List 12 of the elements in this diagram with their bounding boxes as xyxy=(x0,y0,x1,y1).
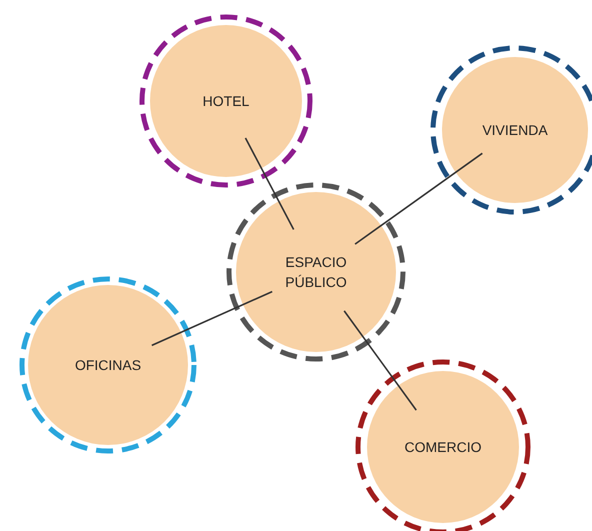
connector-line xyxy=(344,310,417,411)
dashed-circle xyxy=(226,182,406,362)
node-label: HOTEL xyxy=(202,92,250,111)
connector-line xyxy=(354,152,483,245)
connector-line xyxy=(152,290,272,346)
dashed-circle xyxy=(139,14,313,188)
node-label: COMERCIO xyxy=(404,438,482,457)
node-label: VIVIENDA xyxy=(481,120,549,140)
node-label: OFICINAS xyxy=(74,356,142,375)
dashed-circle xyxy=(19,276,197,454)
node-label: ESPACIO PÚBLICO xyxy=(284,252,348,292)
connector-line xyxy=(244,138,294,230)
